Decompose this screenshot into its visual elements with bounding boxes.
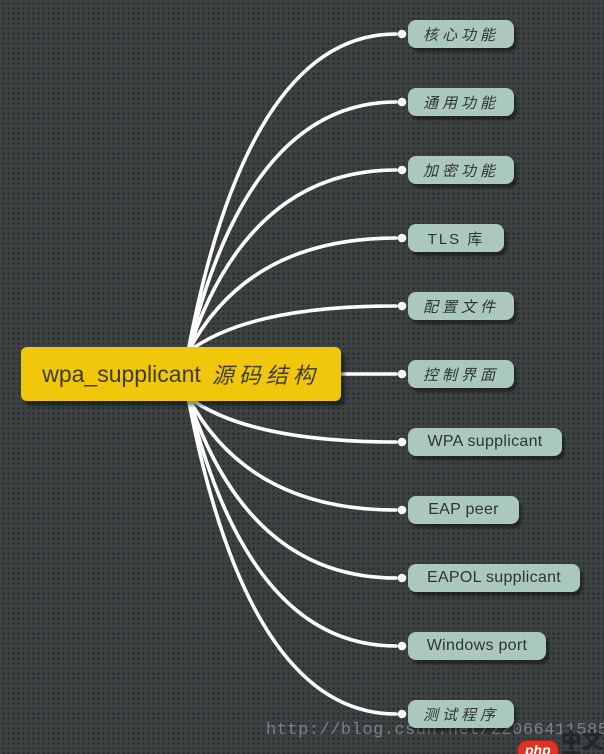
connector-line (186, 236, 398, 354)
connector-dot (397, 301, 407, 311)
connector-line (186, 168, 398, 354)
root-node-label-chinese: 源码结构 (211, 363, 320, 388)
php-logo-badge: php (517, 739, 559, 754)
connector-dot (397, 437, 407, 447)
branch-node-6[interactable]: 控制界面 (408, 360, 514, 388)
branch-node-label: 核心功能 (422, 27, 499, 44)
connector-line (186, 395, 398, 580)
branch-node-5[interactable]: 配置文件 (408, 292, 514, 320)
branch-node-label: EAPOL supplicant (426, 569, 562, 586)
php-cn-logo: php 中文网 (517, 730, 604, 754)
branch-node-label: 加密功能 (422, 163, 499, 180)
connector-dot (397, 97, 407, 107)
branch-node-4[interactable]: TLS 库 (408, 224, 504, 252)
branch-node-9[interactable]: EAPOL supplicant (408, 564, 580, 592)
connector-dot (397, 709, 407, 719)
connector-dot (397, 233, 407, 243)
root-node-label-latin: wpa_supplicant (42, 360, 201, 387)
branch-node-label: Windows port (426, 637, 528, 654)
branch-node-label: 配置文件 (422, 299, 499, 316)
connector-line (186, 395, 398, 512)
root-node[interactable]: wpa_supplicant 源码结构 (21, 347, 341, 401)
watermark-url: http://blog.csdn.net/z2066411585 (266, 721, 604, 740)
connector-line (186, 395, 398, 648)
connector-dot (397, 641, 407, 651)
connector-dot (397, 573, 407, 583)
branch-node-8[interactable]: EAP peer (408, 496, 519, 524)
branch-node-10[interactable]: Windows port (408, 632, 546, 660)
connector-line (186, 100, 398, 354)
connector-dot (397, 505, 407, 515)
branch-node-1[interactable]: 核心功能 (408, 20, 514, 48)
branch-node-2[interactable]: 通用功能 (408, 88, 514, 116)
branch-node-label: EAP peer (428, 501, 499, 518)
branch-node-label: 控制界面 (422, 367, 499, 384)
connector-dot (397, 165, 407, 175)
branch-node-label: 通用功能 (422, 95, 499, 112)
php-logo-site-name: 中文网 (560, 728, 603, 754)
connector-line (186, 395, 398, 716)
connector-line (186, 32, 398, 354)
branch-node-11[interactable]: 测试程序 (408, 700, 514, 728)
connector-line (186, 304, 398, 354)
connector-dot (397, 369, 407, 379)
connector-line (186, 395, 398, 444)
branch-node-label: 测试程序 (422, 707, 499, 724)
branch-node-label: WPA supplicant (427, 433, 543, 450)
branch-node-label: TLS 库 (427, 230, 485, 248)
branch-node-3[interactable]: 加密功能 (408, 156, 514, 184)
branch-node-7[interactable]: WPA supplicant (408, 428, 562, 456)
connector-dot (397, 29, 407, 39)
